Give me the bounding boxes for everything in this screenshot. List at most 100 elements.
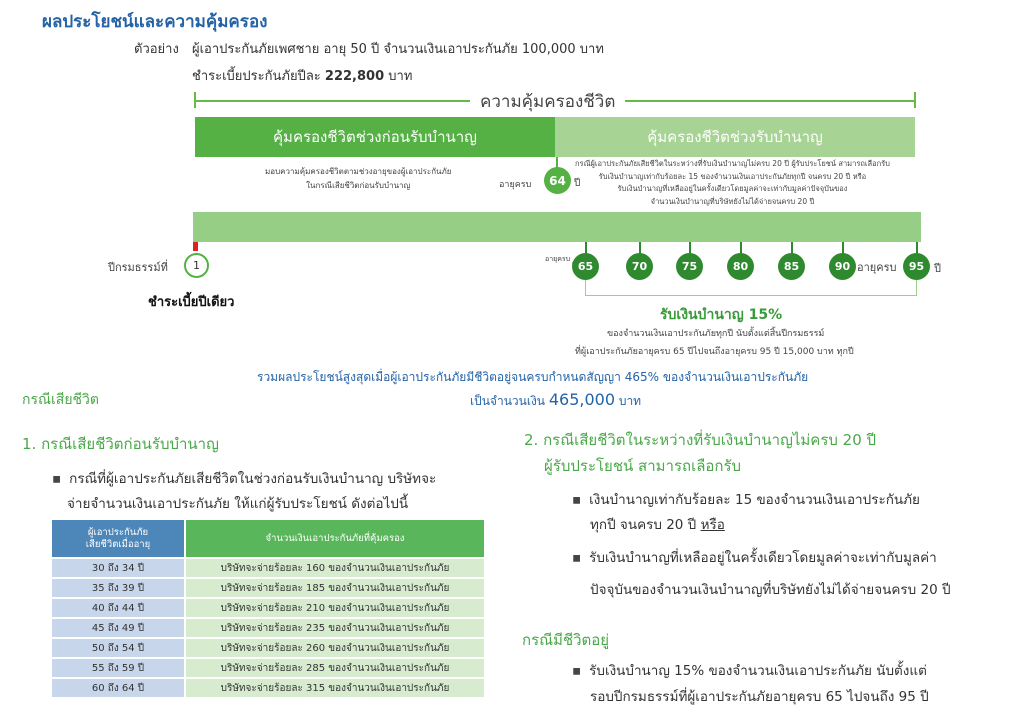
age-circle-75: 75 — [676, 253, 703, 280]
table-cell-age: 40 ถึง 44 ปี — [52, 598, 186, 619]
example-line-1: ผู้เอาประกันภัยเพศชาย อายุ 50 ปี จำนวนเง… — [192, 42, 604, 57]
age-circle-65: 65 — [572, 253, 599, 280]
table-cell-benefit: บริษัทจะจ่ายร้อยละ 260 ของจำนวนเงินเอาปร… — [185, 638, 486, 659]
age-95-unit: ปี — [934, 262, 941, 275]
table-cell-benefit: บริษัทจะจ่ายร้อยละ 160 ของจำนวนเงินเอาปร… — [185, 558, 486, 579]
annuity-bracket-right — [916, 280, 917, 296]
age-value: 75 — [681, 260, 698, 273]
bullet-text: เงินบำนาญเท่ากับร้อยละ 15 ของจำนวนเงินเอ… — [589, 492, 920, 508]
pre-annuity-bullet-line-1: กรณีที่ผู้เอาประกันภัยเสียชีวิตในช่วงก่อ… — [52, 467, 436, 489]
age-value: 65 — [577, 260, 594, 273]
header-line: ผู้เอาประกันภัย — [87, 526, 149, 538]
annuity-bracket-left — [585, 280, 586, 296]
header-line: เสียชีวิตเมื่ออายุ — [85, 538, 151, 550]
phase1-desc-line: ในกรณีเสียชีวิตก่อนรับบำนาญ — [306, 181, 411, 190]
alive-case-heading: กรณีมีชีวิตอยู่ — [522, 631, 610, 649]
coverage-bracket-right — [914, 92, 916, 108]
age-value: 80 — [732, 260, 749, 273]
premium-prefix: ชำระเบี้ยประกันภัยปีละ — [192, 69, 321, 84]
policy-start-marker — [193, 242, 198, 251]
age-65-prefix: อายุครบ — [545, 255, 571, 263]
annuity-title: รับเงินบำนาญ 15% — [660, 307, 783, 323]
death-case-heading: กรณีเสียชีวิต — [22, 392, 99, 408]
phase2-desc-line: รับเงินบำนาญเท่ากับร้อยละ 15 ของจำนวนเงิ… — [598, 171, 867, 181]
age64-circle: 64 — [544, 167, 571, 194]
table-row: 35 ถึง 39 ปีบริษัทจะจ่ายร้อยละ 185 ของจำ… — [52, 578, 486, 599]
pre-annuity-death-title: 1. กรณีเสียชีวิตก่อนรับบำนาญ — [22, 435, 219, 453]
phase2-description: กรณีผู้เอาประกันภัยเสียชีวิตในระหว่างที่… — [575, 158, 890, 208]
phase1-desc-line: มอบความคุ้มครองชีวิตตามช่วงอายุของผู้เอา… — [265, 167, 452, 176]
option-or: หรือ — [700, 517, 725, 533]
age-tick — [639, 242, 641, 254]
premium-amount: 222,800 — [324, 69, 385, 84]
summary-prefix: เป็นจำนวนเงิน — [470, 394, 545, 408]
age-tick — [585, 242, 587, 254]
age-tick — [689, 242, 691, 254]
table-header-benefit: จำนวนเงินเอาประกันภัยที่คุ้มครอง — [185, 520, 486, 559]
table-cell-benefit: บริษัทจะจ่ายร้อยละ 315 ของจำนวนเงินเอาปร… — [185, 678, 486, 699]
table-cell-age: 35 ถึง 39 ปี — [52, 578, 186, 599]
option-1-text: ทุกปี จนครบ 20 ปี — [590, 517, 697, 533]
phase-pre-annuity: คุ้มครองชีวิตช่วงก่อนรับบำนาญ — [195, 117, 555, 157]
phase2-desc-line: จำนวนเงินบำนาญที่บริษัทยังไม่ได้จ่ายจนคร… — [650, 196, 815, 206]
phase-pre-annuity-label: คุ้มครองชีวิตช่วงก่อนรับบำนาญ — [273, 128, 477, 146]
table-cell-age: 45 ถึง 49 ปี — [52, 618, 186, 639]
table-row: 50 ถึง 54 ปีบริษัทจะจ่ายร้อยละ 260 ของจำ… — [52, 638, 486, 659]
bullet-text: รับเงินบำนาญที่เหลืออยู่ในครั้งเดียวโดยม… — [589, 550, 937, 566]
age-95-prefix: อายุครบ — [857, 261, 897, 274]
coverage-bracket-left — [194, 92, 196, 108]
table-row: 60 ถึง 64 ปีบริษัทจะจ่ายร้อยละ 315 ของจำ… — [52, 678, 486, 699]
table-cell-benefit: บริษัทจะจ่ายร้อยละ 185 ของจำนวนเงินเอาปร… — [185, 578, 486, 599]
table-cell-age: 30 ถึง 34 ปี — [52, 558, 186, 579]
policy-year-value: 1 — [193, 259, 200, 272]
annuity-death-title-1: 2. กรณีเสียชีวิตในระหว่างที่รับเงินบำนาญ… — [524, 431, 877, 449]
age-value: 70 — [631, 260, 648, 273]
table-cell-benefit: บริษัทจะจ่ายร้อยละ 210 ของจำนวนเงินเอาปร… — [185, 598, 486, 619]
age64-tick — [556, 157, 558, 169]
phase-annuity: คุ้มครองชีวิตช่วงรับบำนาญ — [555, 117, 915, 157]
example-line-2: ชำระเบี้ยประกันภัยปีละ 222,800 บาท — [192, 65, 412, 86]
age-circle-90: 90 — [829, 253, 856, 280]
alive-bullet-line-2: รอบปีกรมธรรม์ที่ผู้เอาประกันภัยอายุครบ 6… — [590, 689, 929, 705]
phase-annuity-label: คุ้มครองชีวิตช่วงรับบำนาญ — [647, 128, 823, 146]
table-cell-benefit: บริษัทจะจ่ายร้อยละ 285 ของจำนวนเงินเอาปร… — [185, 658, 486, 679]
age-circle-70: 70 — [626, 253, 653, 280]
alive-bullet-line-1: รับเงินบำนาญ 15% ของจำนวนเงินเอาประกันภั… — [572, 659, 927, 681]
summary-amount: 465,000 — [548, 390, 615, 409]
annuity-death-title-2: ผู้รับประโยชน์ สามารถเลือกรับ — [544, 457, 742, 475]
premium-suffix: บาท — [388, 69, 413, 84]
pre-annuity-bullet-line-2: จ่ายจำนวนเงินเอาประกันภัย ให้แก่ผู้รับปร… — [67, 496, 409, 512]
death-benefit-table: ผู้เอาประกันภัย เสียชีวิตเมื่ออายุ จำนวน… — [52, 520, 486, 699]
table-row: 30 ถึง 34 ปีบริษัทจะจ่ายร้อยละ 160 ของจำ… — [52, 558, 486, 579]
timeline-bar — [193, 212, 921, 242]
phase1-description: มอบความคุ้มครองชีวิตตามช่วงอายุของผู้เอา… — [265, 165, 451, 193]
age-value: 95 — [908, 260, 925, 273]
table-cell-age: 60 ถึง 64 ปี — [52, 678, 186, 699]
annuity-option-1-line-1: เงินบำนาญเท่ากับร้อยละ 15 ของจำนวนเงินเอ… — [572, 488, 920, 510]
age64-value: 64 — [549, 173, 566, 188]
example-label: ตัวอย่าง — [134, 42, 179, 57]
coverage-bracket-label: ความคุ้มครองชีวิต — [470, 88, 626, 115]
age-value: 85 — [783, 260, 800, 273]
bullet-text: รับเงินบำนาญ 15% ของจำนวนเงินเอาประกันภั… — [589, 663, 927, 679]
age-tick — [916, 242, 918, 254]
age64-unit: ปี — [574, 178, 581, 189]
table-header-row: ผู้เอาประกันภัย เสียชีวิตเมื่ออายุ จำนวน… — [52, 520, 486, 559]
policy-year-circle: 1 — [184, 253, 209, 278]
table-cell-benefit: บริษัทจะจ่ายร้อยละ 235 ของจำนวนเงินเอาปร… — [185, 618, 486, 639]
phase2-desc-line: กรณีผู้เอาประกันภัยเสียชีวิตในระหว่างที่… — [575, 159, 890, 168]
age-circle-95: 95 — [903, 253, 930, 280]
age-circle-80: 80 — [727, 253, 754, 280]
age64-prefix: อายุครบ — [499, 180, 532, 190]
policy-year-label: ปีกรมธรรม์ที่ — [108, 261, 168, 274]
annuity-desc-2: ที่ผู้เอาประกันภัยอายุครบ 65 ปีไปจนถึงอา… — [575, 347, 854, 357]
annuity-option-2-line-2: ปัจจุบันของจำนวนเงินบำนาญที่บริษัทยังไม่… — [590, 582, 951, 598]
single-premium-label: ชำระเบี้ยปีเดียว — [148, 295, 235, 310]
table-cell-age: 55 ถึง 59 ปี — [52, 658, 186, 679]
annuity-option-2-line-1: รับเงินบำนาญที่เหลืออยู่ในครั้งเดียวโดยม… — [572, 546, 937, 568]
summary-line-2: เป็นจำนวนเงิน 465,000 บาท — [470, 390, 641, 411]
annuity-option-1-line-2: ทุกปี จนครบ 20 ปี หรือ — [590, 513, 725, 535]
table-row: 40 ถึง 44 ปีบริษัทจะจ่ายร้อยละ 210 ของจำ… — [52, 598, 486, 619]
bullet-text: กรณีที่ผู้เอาประกันภัยเสียชีวิตในช่วงก่อ… — [69, 471, 437, 487]
summary-suffix: บาท — [618, 394, 642, 408]
